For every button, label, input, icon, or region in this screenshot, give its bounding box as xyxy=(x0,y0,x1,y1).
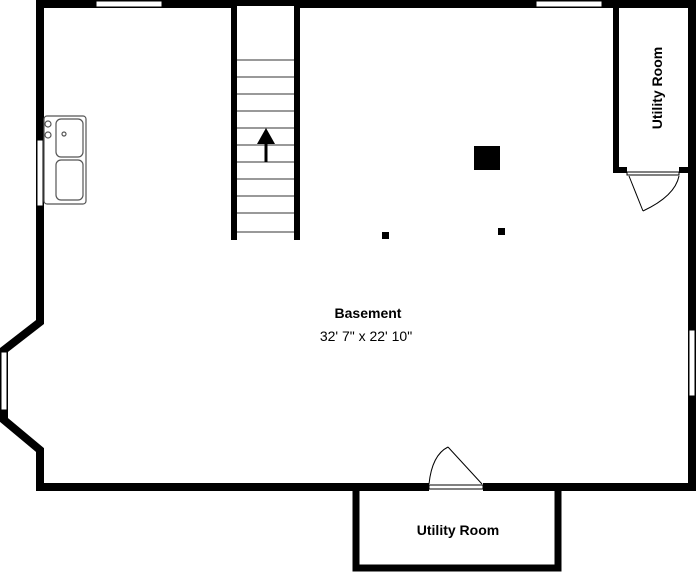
room-name-utility-bottom: Utility Room xyxy=(417,522,499,538)
room-dimensions-basement: 32' 7" x 22' 10" xyxy=(320,328,412,344)
room-name-utility-right: Utility Room xyxy=(649,47,665,129)
windows xyxy=(0,0,696,411)
utility-room-bottom-wall xyxy=(352,491,562,572)
column-icon xyxy=(474,146,500,170)
window-top-right xyxy=(535,0,603,8)
window-right xyxy=(688,329,696,397)
columns xyxy=(382,146,505,239)
staircase xyxy=(231,6,300,240)
window-bay xyxy=(0,351,8,411)
post-right xyxy=(498,228,505,235)
post-left xyxy=(382,232,389,239)
stair-arrow-icon xyxy=(257,128,275,162)
door-swing-icon xyxy=(626,167,680,212)
door-bottom xyxy=(428,446,484,491)
room-name-basement: Basement xyxy=(335,305,402,321)
sink-icon xyxy=(43,115,87,205)
window-top-left xyxy=(95,0,163,8)
window-left xyxy=(36,139,44,207)
basement-outer-wall xyxy=(0,0,696,491)
